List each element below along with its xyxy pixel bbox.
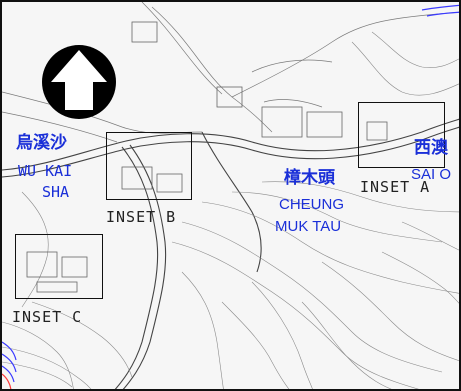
sai-o-en-label: SAI O bbox=[411, 166, 452, 183]
inset-a-label: INSET A bbox=[360, 178, 431, 196]
inset-c-frame[interactable] bbox=[15, 234, 103, 299]
north-arrow-icon bbox=[42, 45, 116, 119]
cheung-muk-tau-en-label-line2: MUK TAU bbox=[275, 218, 342, 235]
sai-o-zh-label: 西澳 bbox=[414, 138, 448, 158]
inset-a-frame[interactable] bbox=[358, 102, 445, 168]
cheung-muk-tau-zh-label: 樟木頭 bbox=[284, 168, 335, 188]
wu-kai-sha-en-label-line1: WU KAI bbox=[18, 162, 73, 180]
inset-c-label: INSET C bbox=[12, 308, 83, 326]
wu-kai-sha-en-label-line2: SHA bbox=[42, 183, 70, 201]
cheung-muk-tau-en-label-line1: CHEUNG bbox=[279, 196, 345, 213]
wu-kai-sha-zh-label: 烏溪沙 bbox=[16, 133, 67, 153]
inset-b-frame[interactable] bbox=[106, 132, 192, 200]
inset-b-label: INSET B bbox=[106, 208, 177, 226]
